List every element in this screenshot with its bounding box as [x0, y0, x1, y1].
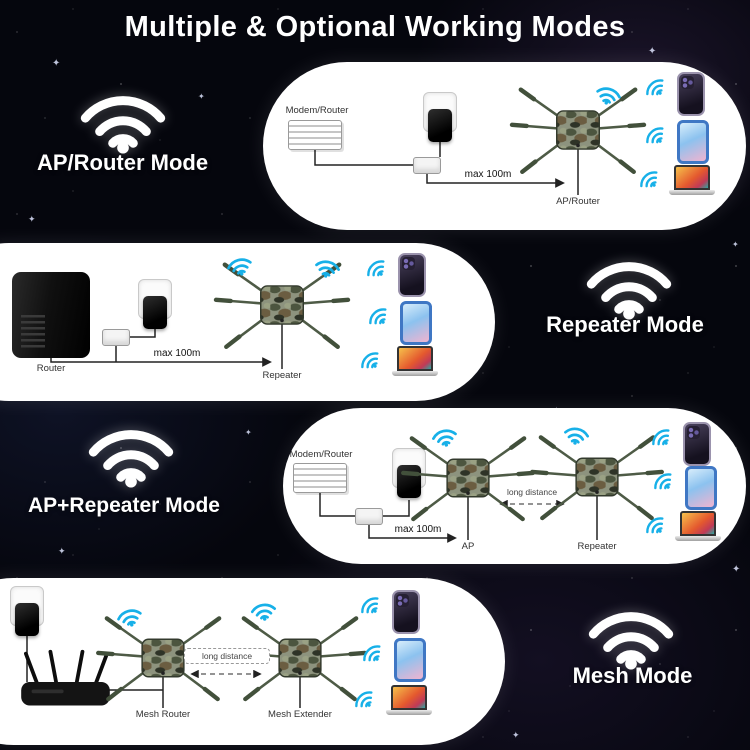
modem-icon [288, 120, 342, 150]
cable-lines [314, 142, 579, 195]
phone-camera [681, 76, 694, 89]
star-icon: ✦ [52, 58, 61, 69]
wifi-icon [561, 422, 591, 447]
laptop-base [386, 710, 432, 715]
tablet-icon [394, 638, 426, 682]
mode-title-ap-router: AP/Router Mode [36, 150, 209, 175]
star-icon: ✦ [648, 46, 657, 57]
wall-plug-icon [423, 92, 457, 150]
device-label: AP/Router [556, 196, 600, 207]
smartphone-icon [677, 72, 705, 116]
wall-plug-icon [138, 279, 172, 337]
router-label: Router [36, 363, 66, 374]
poe-injector-icon [413, 157, 441, 174]
phone-camera [402, 257, 415, 270]
modem-icon [293, 463, 347, 493]
laptop-screen [680, 511, 716, 536]
smartphone-icon [398, 253, 426, 297]
panel-ap-router: Modem/Router max 100m AP/Router [263, 62, 746, 230]
modem-label: Modem/Router [289, 449, 353, 460]
device-label: Repeater [577, 541, 617, 552]
poe-injector-icon [355, 508, 383, 525]
laptop-icon [669, 165, 715, 197]
long-distance-label: long distance [506, 487, 558, 497]
poe-injector-icon [102, 329, 130, 346]
star-icon: ✦ [732, 564, 741, 575]
power-adapter [397, 465, 421, 498]
mode-title-mesh: Mesh Mode [572, 663, 693, 688]
laptop-icon [392, 346, 438, 378]
device-label: AP [461, 541, 475, 552]
smartphone-icon [392, 590, 420, 634]
tablet-icon [400, 301, 432, 345]
device-label: Mesh Router [135, 709, 191, 720]
distance-label: max 100m [394, 524, 442, 535]
laptop-base [669, 190, 715, 195]
wall-plug-icon [392, 448, 426, 506]
star-icon: ✦ [732, 240, 739, 249]
distance-label: max 100m [464, 169, 512, 180]
laptop-screen [397, 346, 433, 371]
power-adapter [15, 603, 39, 636]
tablet-icon [685, 466, 717, 510]
wifi-icon [86, 418, 176, 488]
phone-camera [396, 594, 409, 607]
outdoor-ap-device [395, 424, 541, 532]
wifi-icon [78, 84, 168, 154]
router-vents [21, 315, 45, 349]
laptop-screen [674, 165, 710, 190]
page-title: Multiple & Optional Working Modes [124, 11, 626, 43]
wifi-icon [584, 250, 674, 320]
laptop-base [392, 371, 438, 376]
panel-ap-repeater: Modem/Router max 100m long distance AP R… [283, 408, 746, 564]
panel-mesh: long distance Mesh Router Mesh Extender [0, 578, 505, 745]
smartphone-icon [683, 422, 711, 466]
laptop-screen [391, 685, 427, 710]
distance-label: max 100m [153, 348, 201, 359]
panel-repeater: Router max 100m Repeater [0, 243, 495, 401]
router-icon [12, 272, 90, 358]
star-icon: ✦ [58, 546, 66, 556]
cable-lines [319, 493, 598, 543]
outdoor-ap-device [503, 75, 653, 185]
power-adapter [428, 109, 452, 142]
long-distance-label: long distance [184, 648, 270, 664]
laptop-icon [386, 685, 432, 717]
wifi-icon [249, 598, 279, 623]
laptop-base [675, 536, 721, 541]
power-adapter [143, 296, 167, 329]
star-icon: ✦ [198, 92, 205, 101]
device-label: Repeater [262, 370, 302, 381]
phone-camera [687, 426, 700, 439]
mode-title-repeater: Repeater Mode [546, 312, 704, 337]
device-label: Mesh Extender [268, 709, 332, 720]
star-icon: ✦ [245, 428, 252, 437]
wall-plug-icon [10, 586, 44, 644]
mode-title-ap-repeater: AP+Repeater Mode [28, 494, 220, 517]
laptop-icon [675, 511, 721, 543]
modem-label: Modem/Router [285, 105, 349, 116]
tablet-icon [677, 120, 709, 164]
star-icon: ✦ [512, 730, 520, 740]
cable-lines [50, 323, 283, 369]
wifi-icon [586, 600, 676, 670]
star-icon: ✦ [28, 214, 36, 224]
